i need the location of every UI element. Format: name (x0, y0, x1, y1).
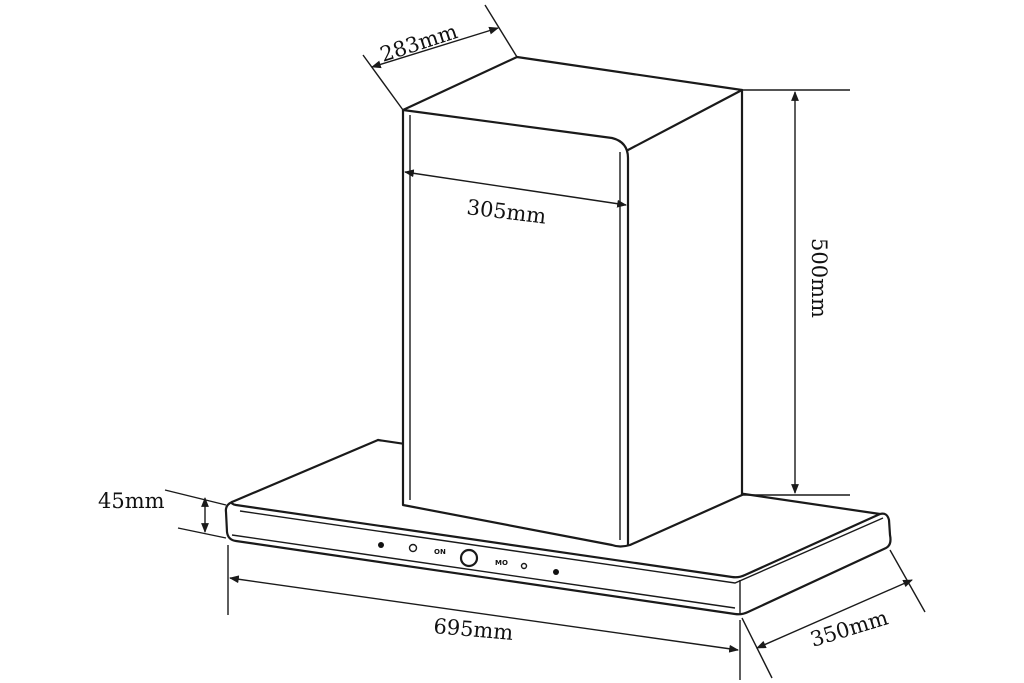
dimension-350: 350mm (741, 549, 926, 679)
chimney-top-right-edge (626, 88, 744, 152)
on-label[interactable]: ON (434, 548, 446, 556)
power-button[interactable] (459, 548, 479, 568)
control-panel: ON MO (378, 542, 559, 575)
fan-icon[interactable] (378, 542, 384, 548)
dimension-500: 500mm (742, 89, 850, 496)
dimension-label: 283mm (377, 19, 460, 67)
light-icon[interactable] (520, 562, 528, 570)
dimension-45: 45mm (98, 489, 227, 539)
dimension-label: 350mm (807, 605, 891, 651)
canopy-left-edge (230, 438, 380, 504)
mode-label[interactable]: MO (495, 559, 508, 567)
lock-icon[interactable] (553, 569, 559, 575)
chimney (401, 55, 744, 548)
chimney-front-edge (401, 108, 630, 547)
dimension-695: 695mm (227, 545, 741, 680)
dimension-label: 500mm (807, 238, 831, 318)
timer-icon[interactable] (408, 543, 418, 553)
dimension-label: 695mm (433, 614, 515, 645)
dimension-label: 45mm (98, 489, 165, 513)
